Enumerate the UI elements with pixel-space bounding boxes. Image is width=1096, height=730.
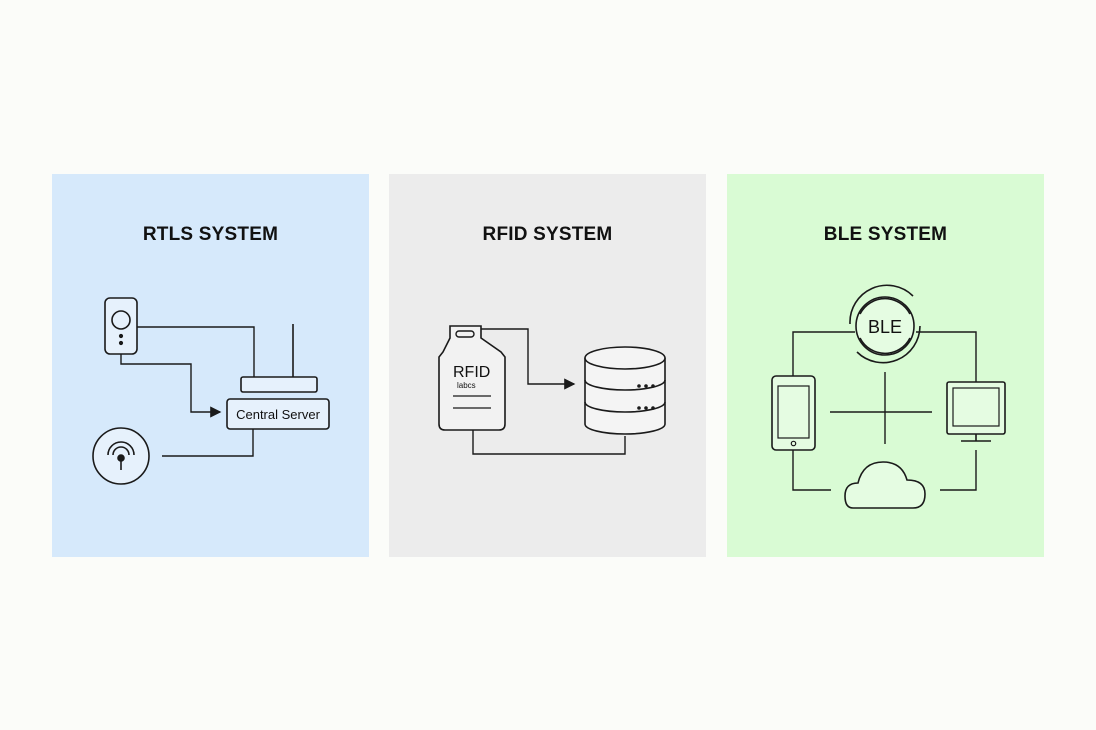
ble-panel: BLE SYSTEM BLE xyxy=(727,174,1044,557)
rfid-connections xyxy=(472,328,626,455)
rtls-title: RTLS SYSTEM xyxy=(142,224,279,245)
rfid-panel: RFID SYSTEM RFID labcs xyxy=(389,174,706,557)
ble-beacon-label: BLE xyxy=(868,317,902,337)
rfid-tag-icon: RFID labcs xyxy=(438,325,506,431)
ble-diagram: BLE xyxy=(771,284,1006,509)
monitor-icon xyxy=(946,381,1006,442)
rtls-diagram: Central Server xyxy=(92,297,330,485)
cloud-icon xyxy=(844,461,926,509)
smartphone-icon xyxy=(771,375,816,451)
tag-device-icon xyxy=(104,297,138,355)
database-icon xyxy=(584,346,666,435)
rtls-panel: RTLS SYSTEM Central xyxy=(52,174,369,557)
ble-title: BLE SYSTEM xyxy=(823,224,948,245)
rfid-tag-label: RFID xyxy=(453,364,490,381)
rfid-diagram: RFID labcs xyxy=(438,325,666,455)
access-point-icon xyxy=(92,427,150,485)
router-antenna-icon xyxy=(240,324,318,393)
ble-beacon-icon: BLE xyxy=(849,284,921,364)
rfid-title: RFID SYSTEM xyxy=(482,224,613,245)
rfid-tag-sublabel: labcs xyxy=(457,381,476,390)
central-server: Central Server xyxy=(226,398,330,430)
rtls-connections xyxy=(120,326,255,457)
central-server-label: Central Server xyxy=(236,407,320,422)
ble-connections xyxy=(792,331,977,491)
